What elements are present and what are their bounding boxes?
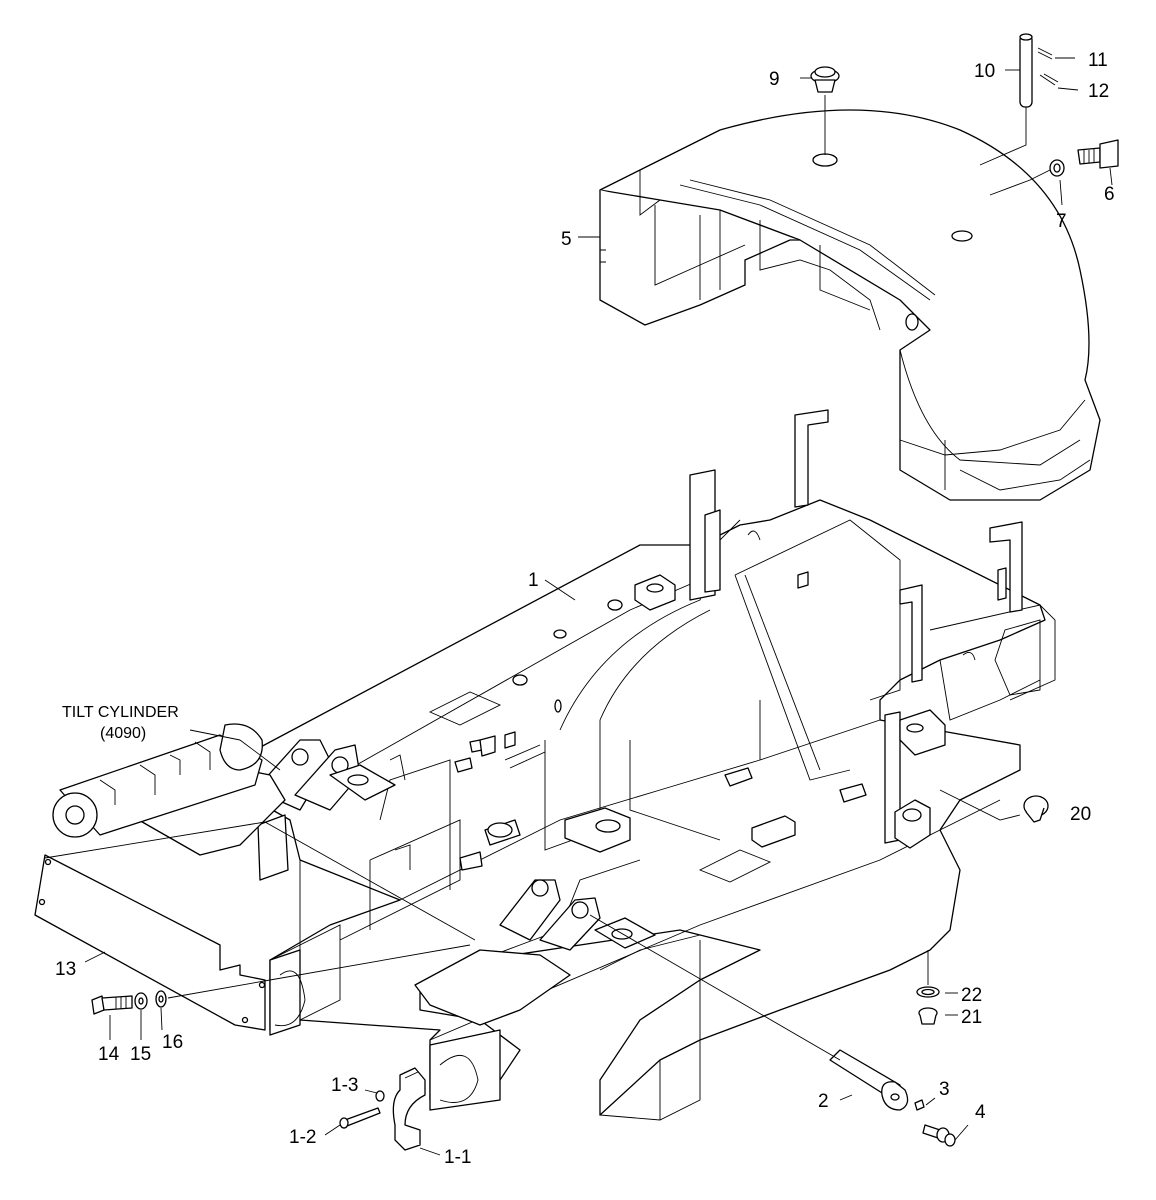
pin-12 (1039, 73, 1059, 86)
callout-16: 16 (162, 1032, 183, 1053)
callout-1-1: 1-1 (444, 1147, 471, 1168)
callout-3: 3 (939, 1079, 950, 1100)
pin-2 (829, 1049, 909, 1111)
washer-7 (1049, 159, 1065, 177)
callout-22: 22 (961, 985, 982, 1006)
pin-11 (1037, 47, 1053, 60)
callout-15: 15 (130, 1044, 151, 1065)
pin-10 (1019, 33, 1033, 108)
callout-10: 10 (974, 61, 995, 82)
counterweight (599, 109, 1101, 501)
callout-20: 20 (1070, 804, 1091, 825)
bolt-14 (91, 995, 133, 1015)
callout-13: 13 (55, 959, 76, 980)
callout-9: 9 (769, 69, 780, 90)
bolt-6 (1077, 139, 1119, 169)
callout-12: 12 (1088, 81, 1109, 102)
callout-21: 21 (961, 1007, 982, 1028)
plug-20 (1023, 795, 1049, 823)
pin-3 (914, 1099, 925, 1111)
washer-1-3 (375, 1090, 385, 1102)
callout-1-3: 1-3 (331, 1075, 358, 1096)
callout-4: 4 (975, 1102, 986, 1123)
tilt-cylinder (52, 723, 263, 838)
callout-14: 14 (98, 1044, 120, 1065)
cap-9 (810, 66, 840, 93)
bolt-4 (922, 1124, 956, 1147)
callout-1: 1 (528, 570, 539, 591)
clamp-1-1 (392, 1067, 426, 1151)
callout-5: 5 (561, 229, 572, 250)
callout-2: 2 (818, 1091, 829, 1112)
bottom-plate-13 (34, 769, 571, 1031)
note-tilt-cylinder-ref: (4090) (100, 725, 146, 742)
callout-7: 7 (1056, 211, 1067, 232)
plug-21-seal-22 (916, 986, 940, 1025)
callout-1-2: 1-2 (289, 1127, 316, 1148)
leader-lines (44, 57, 1113, 1156)
callout-6: 6 (1104, 184, 1115, 205)
callout-11: 11 (1088, 50, 1108, 71)
bolt-1-2 (344, 1107, 381, 1127)
callout-labels: 1 9 10 11 12 6 7 5 20 22 21 13 14 15 16 … (55, 50, 1115, 1168)
note-tilt-cylinder: TILT CYLINDER (62, 704, 179, 721)
main-frame (254, 409, 1056, 1121)
